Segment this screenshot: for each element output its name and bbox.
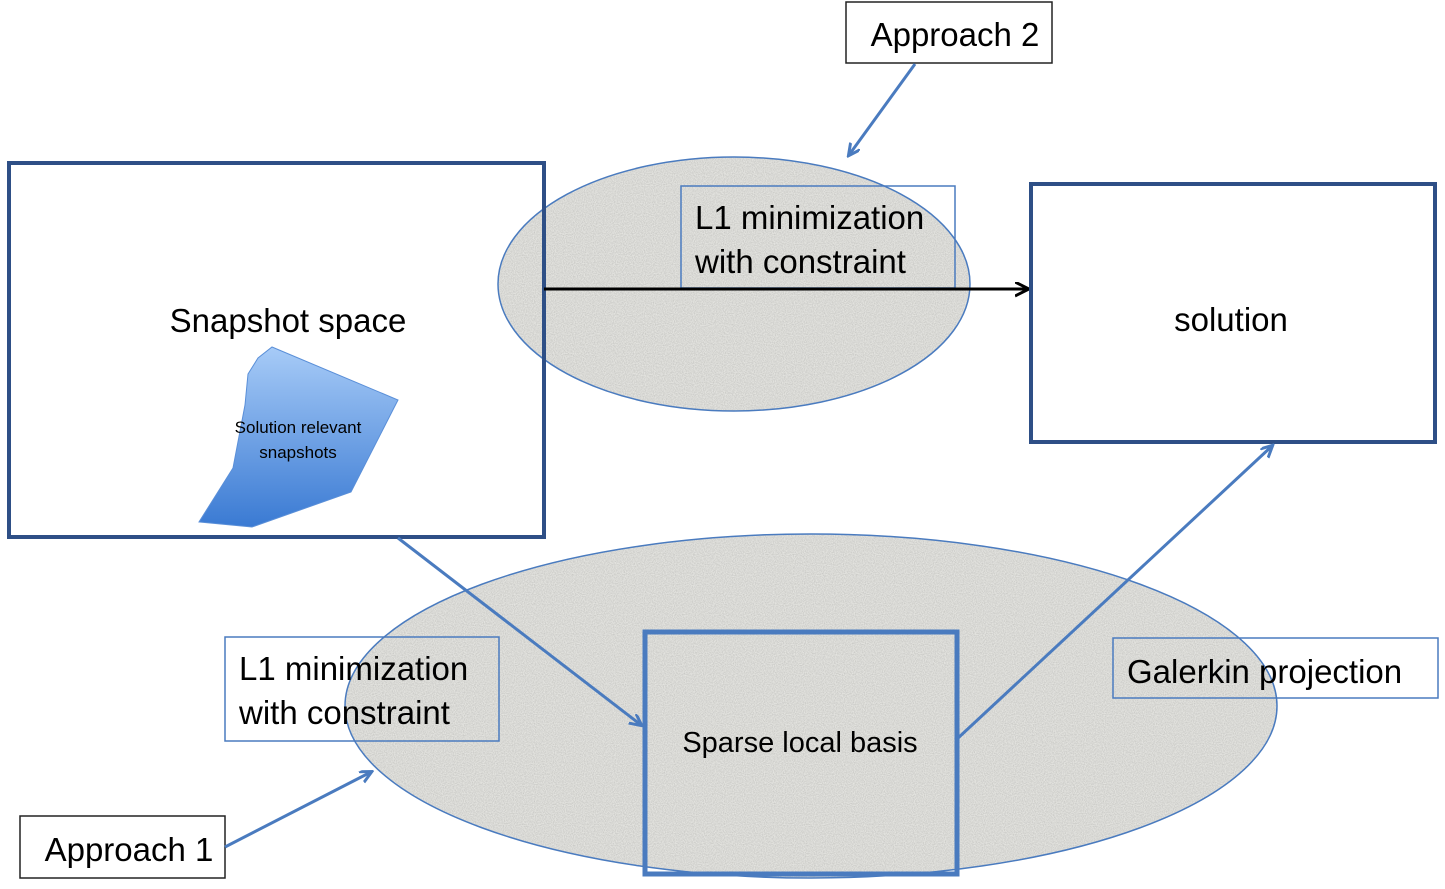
galerkin-box [1112,637,1439,699]
bottom-l1-box [224,636,500,742]
top-l1-line2: with constraint [694,243,906,280]
snapshot-to-basis-arrow [397,536,641,725]
bottom-l1-line1: L1 minimization [239,650,468,687]
top-l1-line1: L1 minimization [695,199,924,236]
basis-to-solution-arrow [955,446,1272,741]
snapshot-space-label: Snapshot space [170,302,407,339]
bottom-l1-line2: with constraint [238,694,450,731]
approach1-arrow [224,772,371,849]
sparse-basis-box [642,629,960,877]
snapshot-space-box [7,161,546,539]
bottom-ellipse [344,533,1278,879]
solution-relevant-label-line1: Solution relevant [235,418,362,437]
solution-box [1029,182,1437,444]
galerkin-label: Galerkin projection [1127,653,1402,690]
sparse-basis-label: Sparse local basis [682,727,917,759]
top-ellipse [497,156,971,412]
approach1-label: Approach 1 [45,831,214,868]
solution-relevant-label-line2: snapshots [259,443,337,462]
solution-relevant-polygon [198,346,399,528]
approach1-box [19,815,226,879]
approach2-arrow [849,63,917,155]
solution-label: solution [1174,301,1288,338]
approach2-label: Approach 2 [871,16,1040,53]
approach2-box [845,1,1053,64]
